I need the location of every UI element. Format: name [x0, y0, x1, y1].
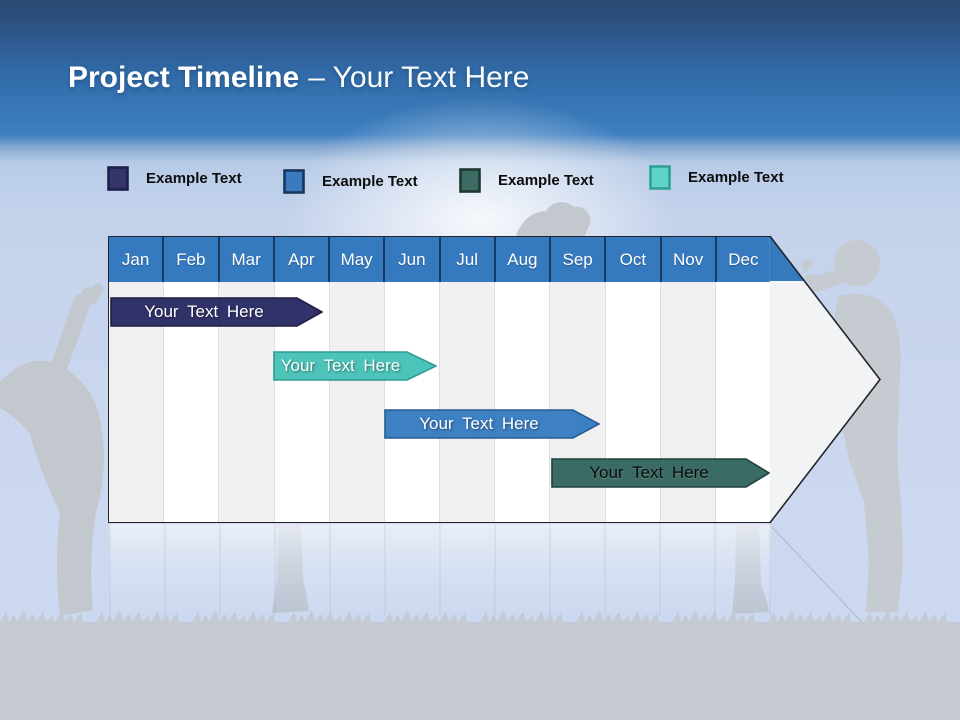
hand-silhouette-center — [516, 202, 591, 237]
month-header: May — [330, 237, 386, 282]
grid-column — [440, 282, 496, 522]
month-header: Jun — [385, 237, 441, 282]
month-header: Nov — [662, 237, 717, 282]
legend-swatch-aqua-icon — [649, 165, 671, 190]
timeline-bar-4[interactable]: Your Text Here — [551, 458, 770, 488]
slide-title[interactable]: Project Timeline– Your Text Here — [68, 61, 529, 95]
month-header: Jan — [109, 237, 165, 282]
bar-label: Your Text Here — [144, 302, 264, 321]
legend-swatch-blue-icon — [283, 169, 305, 194]
grid-column — [329, 282, 385, 522]
legend-label: Example Text — [498, 172, 594, 189]
timeline-bar-3[interactable]: Your Text Here — [384, 409, 600, 439]
legend-swatch-navy-icon — [107, 166, 129, 191]
legend-item-1[interactable]: Example Text — [107, 166, 242, 191]
legend-label: Example Text — [146, 170, 242, 187]
timeline-bar-1[interactable]: Your Text Here — [110, 297, 323, 327]
grass-ground — [0, 610, 960, 720]
table-reflection — [109, 524, 771, 616]
month-header: Jul — [441, 237, 496, 282]
month-header: Sep — [551, 237, 607, 282]
month-header: Dec — [728, 249, 759, 269]
month-header-row: Jan Feb Mar Apr May Jun Jul Aug Sep Oct … — [109, 237, 770, 282]
timeline-arrowhead — [769, 235, 882, 524]
legend-item-4[interactable]: Example Text — [649, 165, 784, 190]
grid-column — [495, 282, 551, 522]
slide-title-suffix: – Your Text Here — [308, 61, 530, 94]
grid-column — [384, 282, 441, 522]
timeline-bar-2[interactable]: Your Text Here — [273, 351, 437, 381]
arrow-bar-shape — [273, 351, 437, 381]
bar-label: Your Text Here — [280, 356, 401, 375]
arrow-bar-shape — [384, 409, 600, 439]
month-header: Mar — [220, 237, 275, 282]
person-silhouette-left — [0, 283, 104, 620]
bar-label: Your Text Here — [589, 463, 709, 482]
arrow-bar-shape — [110, 297, 323, 327]
legend-item-2[interactable]: Example Text — [283, 169, 418, 194]
legend-swatch-teal-icon — [459, 168, 481, 193]
month-header: Oct — [606, 237, 662, 282]
legend-item-3[interactable]: Example Text — [459, 168, 594, 193]
month-header: Feb — [164, 237, 220, 282]
month-header: Apr — [275, 237, 330, 282]
slide-title-bold: Project Timeline — [68, 61, 300, 94]
month-header: Aug — [496, 237, 551, 282]
legend-label: Example Text — [688, 169, 784, 186]
bar-label: Your Text Here — [419, 414, 539, 433]
timeline-table[interactable]: Jan Feb Mar Apr May Jun Jul Aug Sep Oct … — [108, 236, 771, 523]
arrow-bar-shape — [551, 458, 770, 488]
legend-label: Example Text — [322, 173, 418, 190]
